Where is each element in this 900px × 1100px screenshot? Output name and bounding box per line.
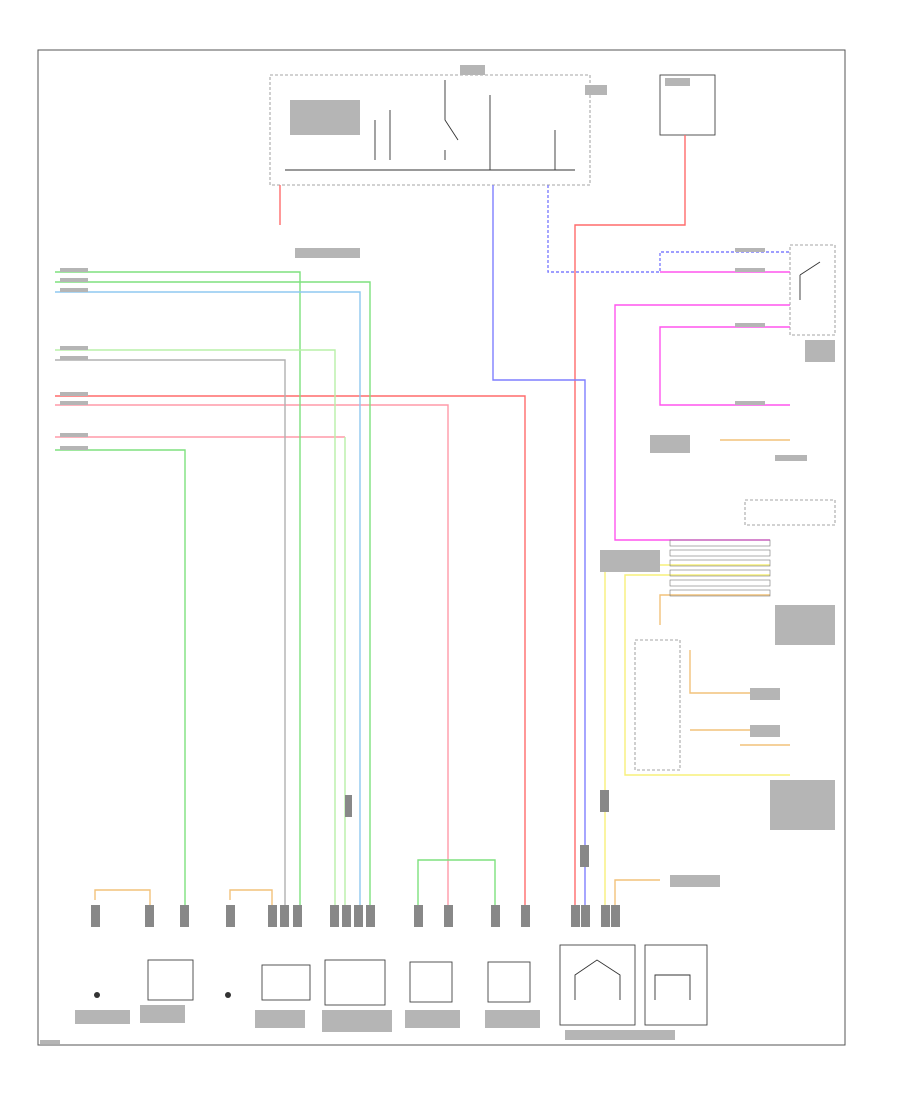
wire-green-2 xyxy=(55,281,371,915)
wire-orange-7 xyxy=(614,879,660,915)
component-box-7-symbol xyxy=(654,974,691,1000)
wire-magenta-1 xyxy=(614,304,790,541)
control-module-right xyxy=(634,639,681,771)
wire-blue-2 xyxy=(547,185,790,273)
relay-switch-symbol xyxy=(799,261,821,300)
wire-green-1 xyxy=(55,271,301,915)
wire-magenta-2 xyxy=(659,326,790,406)
wire-green-3 xyxy=(55,449,186,915)
component-box-3 xyxy=(324,959,386,1006)
wire-orange-5 xyxy=(94,889,151,915)
diagram-frame xyxy=(37,49,846,1046)
connector-markers xyxy=(91,790,620,927)
wire-orange-2 xyxy=(689,650,750,694)
component-box-1 xyxy=(147,959,194,1001)
wire-red-1 xyxy=(574,135,686,915)
component-box-2 xyxy=(261,964,311,1001)
wire-gray-1 xyxy=(55,359,286,915)
component-box-5 xyxy=(487,961,531,1003)
wire-lightblue-1 xyxy=(55,291,361,915)
component-box-6-symbol xyxy=(574,959,621,1000)
fuse-box-outline xyxy=(269,74,591,186)
wire-pink-1 xyxy=(55,404,449,915)
wire-yellow-1 xyxy=(604,564,770,915)
small-module-top-right xyxy=(744,499,836,526)
wire-blue-1 xyxy=(492,185,586,915)
right-module-connector-row xyxy=(669,539,771,597)
wire-orange-1 xyxy=(659,594,770,625)
fuse-box-internal-lines xyxy=(374,80,556,170)
relay-box xyxy=(789,244,836,336)
wire-orange-6 xyxy=(229,889,273,915)
ground-symbols xyxy=(94,992,231,998)
label-marks xyxy=(40,65,835,1044)
wire-red-2 xyxy=(55,395,526,915)
component-box-6 xyxy=(559,944,636,1026)
wire-lightgreen-1 xyxy=(55,349,336,915)
component-box-4 xyxy=(409,961,453,1003)
wire-yellow-2 xyxy=(624,574,790,776)
component-box-7 xyxy=(644,944,708,1026)
wire-green-4 xyxy=(417,859,496,915)
wire-orange-3 xyxy=(690,729,790,746)
